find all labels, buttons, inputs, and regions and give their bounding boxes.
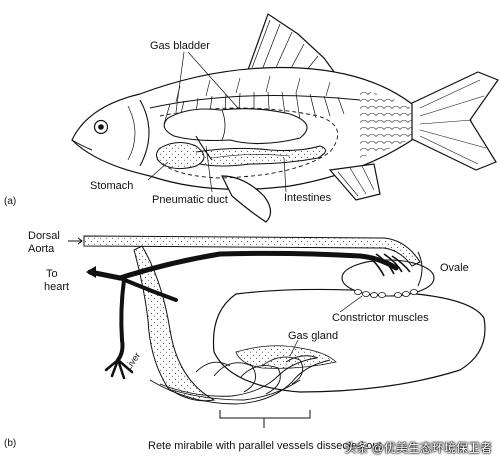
gas-bladder [163,108,308,145]
dorsal-aorta [83,235,421,267]
label-pneumatic-duct: Pneumatic duct [152,194,228,206]
stomach [156,142,205,170]
label-gas-bladder: Gas bladder [150,40,210,52]
gas-gland [235,345,337,369]
vein-to-heart [87,250,399,281]
label-heart: heart [44,281,70,293]
label-stomach: Stomach [90,180,134,192]
fish-illustration [71,13,499,223]
constrictor-muscles [354,289,418,298]
tail-fin [409,71,499,171]
intestines [195,145,326,167]
label-dorsal: Dorsal [28,230,60,242]
gill-cover [139,99,150,167]
pneumatic-duct [195,135,213,161]
label-gas-gland: Gas gland [288,330,339,342]
label-to: To [46,268,58,280]
ovale [341,259,435,297]
anal-fin [328,163,381,201]
pelvic-fin [221,175,272,223]
circulation-illustration [68,235,486,428]
label-aorta: Aorta [28,243,55,255]
label-rete-mirabile: Rete mirabile with parallel vessels diss… [148,440,382,452]
panel-b-marker: (b) [4,438,17,449]
label-intestines: Intestines [284,192,332,204]
swim-bladder-outline [212,288,486,393]
panel-a-marker: (a) [4,196,17,207]
watermark: 头条 @优美生态环境保卫者 [344,441,492,455]
spine [149,94,361,109]
label-constrictor-muscles: Constrictor muscles [332,312,429,324]
label-ovale: Ovale [440,262,469,274]
